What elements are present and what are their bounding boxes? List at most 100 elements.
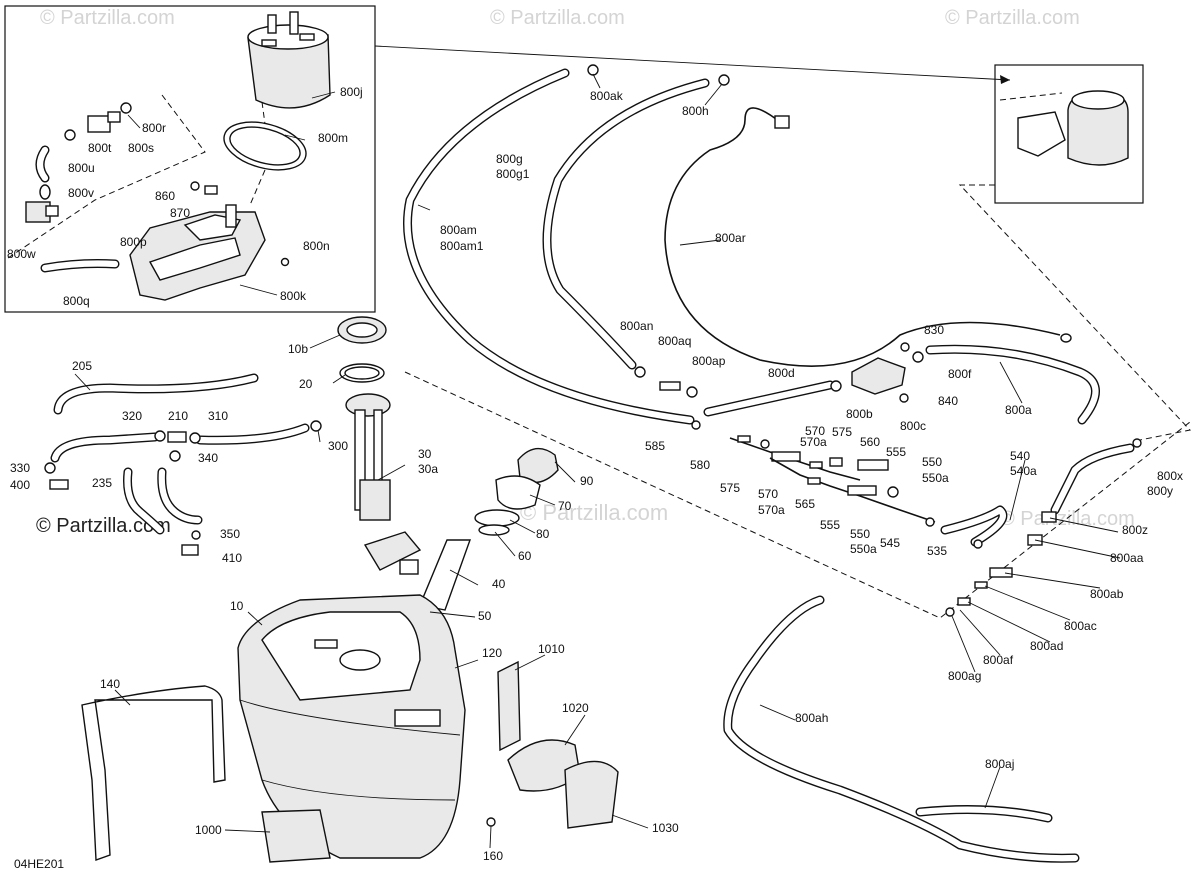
label-560: 560 bbox=[860, 435, 880, 449]
upper-hoses bbox=[403, 64, 1100, 425]
watermark-top-right: © Partzilla.com bbox=[945, 7, 1080, 29]
label-800aq: 800aq bbox=[658, 334, 691, 348]
label-1000: 1000 bbox=[195, 823, 222, 837]
dashed-region-boundary bbox=[404, 371, 1191, 619]
label-550a-upper: 550a bbox=[922, 471, 949, 485]
label-800ab: 800ab bbox=[1090, 587, 1124, 601]
label-800am: 800am bbox=[440, 223, 477, 237]
label-1010: 1010 bbox=[538, 642, 565, 656]
label-160: 160 bbox=[483, 849, 503, 863]
label-10: 10 bbox=[230, 599, 244, 613]
heat-shields bbox=[261, 660, 619, 863]
label-30a: 30a bbox=[418, 462, 438, 476]
watermark-middle: © Partzilla.com bbox=[520, 500, 668, 525]
label-400: 400 bbox=[10, 478, 30, 492]
label-800v: 800v bbox=[68, 186, 94, 200]
label-570a-small: 570a bbox=[800, 435, 827, 449]
strap-800m bbox=[223, 121, 307, 171]
label-570a: 570a bbox=[758, 503, 785, 517]
label-800s: 800s bbox=[128, 141, 154, 155]
label-540: 540 bbox=[1010, 449, 1030, 463]
label-210: 210 bbox=[168, 409, 188, 423]
leader-lines bbox=[74, 73, 1121, 849]
label-570-small: 570 bbox=[805, 424, 825, 438]
label-320: 320 bbox=[122, 409, 142, 423]
label-860: 860 bbox=[155, 189, 175, 203]
inset-frame bbox=[4, 5, 376, 313]
label-800a: 800a bbox=[1005, 403, 1032, 417]
fuel-pump-assembly bbox=[337, 316, 422, 575]
label-10b: 10b bbox=[288, 342, 308, 356]
watermark-right: © Partzilla.com bbox=[1000, 508, 1135, 530]
watermark-top-center: © Partzilla.com bbox=[490, 7, 625, 29]
label-800g: 800g bbox=[496, 152, 523, 166]
label-800n: 800n bbox=[303, 239, 330, 253]
fuel-tank-10 bbox=[237, 594, 466, 859]
vehicle-location-inset bbox=[958, 64, 1191, 441]
label-800z: 800z bbox=[1122, 523, 1148, 537]
location-inset-frame bbox=[994, 64, 1144, 204]
label-1030: 1030 bbox=[652, 821, 679, 835]
label-80: 80 bbox=[536, 527, 550, 541]
label-60: 60 bbox=[518, 549, 532, 563]
label-800x: 800x bbox=[1157, 469, 1183, 483]
label-800ar: 800ar bbox=[715, 231, 746, 245]
filler-neck-assembly bbox=[407, 447, 559, 618]
label-205: 205 bbox=[72, 359, 92, 373]
label-800u: 800u bbox=[68, 161, 95, 175]
label-800ac: 800ac bbox=[1064, 619, 1097, 633]
label-800ah: 800ah bbox=[795, 711, 828, 725]
label-570: 570 bbox=[758, 487, 778, 501]
label-800p: 800p bbox=[120, 235, 147, 249]
left-hoses bbox=[44, 373, 322, 556]
label-800am1: 800am1 bbox=[440, 239, 484, 253]
label-800aa: 800aa bbox=[1110, 551, 1144, 565]
label-800j: 800j bbox=[340, 85, 363, 99]
purge-valve-800w bbox=[25, 102, 290, 273]
label-800g1: 800g1 bbox=[496, 167, 530, 181]
label-580: 580 bbox=[690, 458, 710, 472]
label-120: 120 bbox=[482, 646, 502, 660]
label-310: 310 bbox=[208, 409, 228, 423]
label-545: 545 bbox=[880, 536, 900, 550]
label-550a-lower: 550a bbox=[850, 542, 877, 556]
label-800ad: 800ad bbox=[1030, 639, 1063, 653]
lower-right-hoses bbox=[723, 595, 1080, 863]
label-870: 870 bbox=[170, 206, 190, 220]
diagram-code: 04HE201 bbox=[14, 857, 64, 871]
label-565: 565 bbox=[795, 497, 815, 511]
part-labels: 800j 800m 800r 800t 800s 800u 800v 860 8… bbox=[7, 85, 1183, 871]
label-800ag: 800ag bbox=[948, 669, 981, 683]
label-575-left: 575 bbox=[720, 481, 740, 495]
label-555-upper: 555 bbox=[886, 445, 906, 459]
label-800ak: 800ak bbox=[590, 89, 624, 103]
fuel-line-assembly bbox=[691, 420, 1142, 617]
label-800r: 800r bbox=[142, 121, 166, 135]
label-1020: 1020 bbox=[562, 701, 589, 715]
label-535: 535 bbox=[927, 544, 947, 558]
label-410: 410 bbox=[222, 551, 242, 565]
label-540a: 540a bbox=[1010, 464, 1037, 478]
label-585: 585 bbox=[645, 439, 665, 453]
canister-800j bbox=[247, 11, 331, 109]
label-300: 300 bbox=[328, 439, 348, 453]
watermark-logo: © Partzilla.com bbox=[36, 515, 171, 537]
label-40: 40 bbox=[492, 577, 506, 591]
label-800f: 800f bbox=[948, 367, 972, 381]
label-50: 50 bbox=[478, 609, 492, 623]
label-830: 830 bbox=[924, 323, 944, 337]
label-800aj: 800aj bbox=[985, 757, 1014, 771]
label-800q: 800q bbox=[63, 294, 90, 308]
label-140: 140 bbox=[100, 677, 120, 691]
label-800d: 800d bbox=[768, 366, 795, 380]
label-575-right: 575 bbox=[832, 425, 852, 439]
label-840: 840 bbox=[938, 394, 958, 408]
label-800t: 800t bbox=[88, 141, 112, 155]
label-800w: 800w bbox=[7, 247, 36, 261]
watermark-top-left: © Partzilla.com bbox=[40, 7, 175, 29]
label-800af: 800af bbox=[983, 653, 1014, 667]
bracket-800k bbox=[129, 204, 266, 301]
label-20: 20 bbox=[299, 377, 313, 391]
label-340: 340 bbox=[198, 451, 218, 465]
label-70: 70 bbox=[558, 499, 572, 513]
